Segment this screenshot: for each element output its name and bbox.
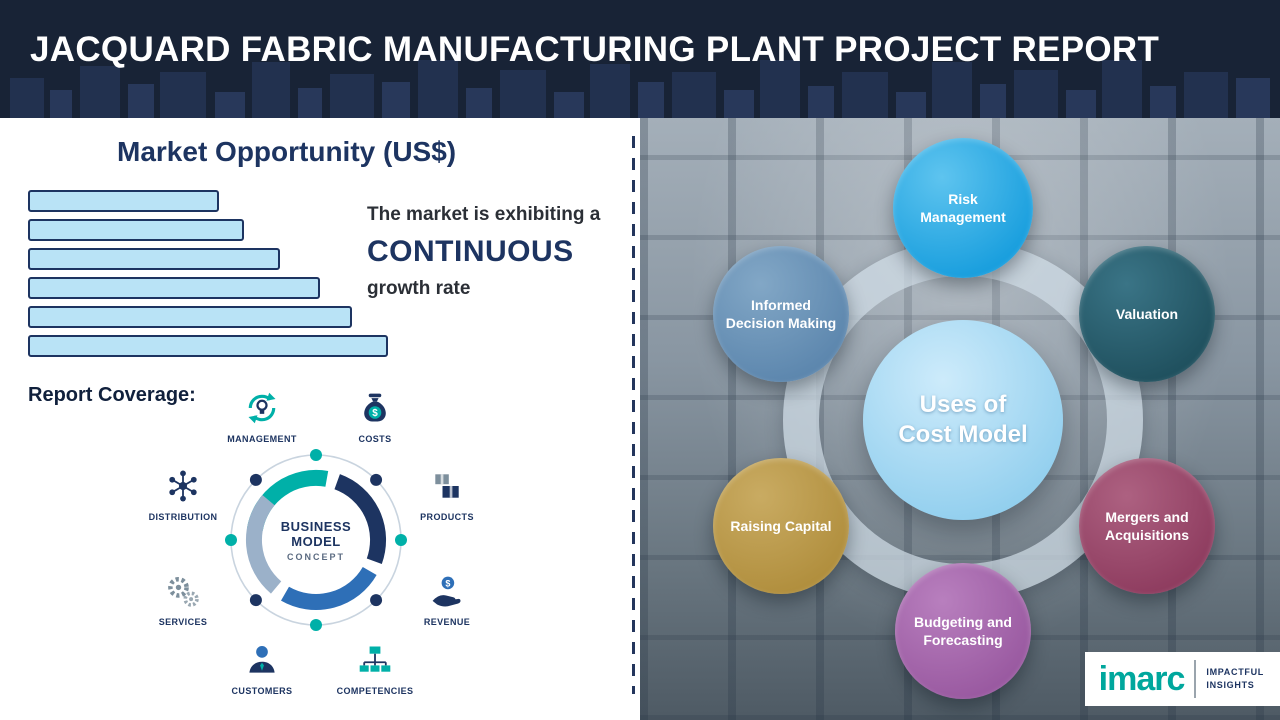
person-icon	[249, 646, 275, 673]
bm-item-costs: $ COSTS	[327, 390, 423, 444]
panel-divider	[632, 136, 635, 694]
growth-text-emphasis: CONTINUOUS	[367, 235, 574, 268]
network-icon	[169, 470, 197, 502]
node-budgeting-forecasting: Budgeting and Forecasting	[895, 563, 1031, 699]
node-raising-capital: Raising Capital	[713, 458, 849, 594]
growth-text-line1: The market is exhibiting a	[367, 204, 601, 225]
bm-item-management: MANAGEMENT	[214, 390, 310, 444]
bm-label-management: MANAGEMENT	[227, 434, 297, 444]
business-model-center-line1: BUSINESS	[280, 518, 352, 534]
node-valuation: Valuation	[1079, 246, 1215, 382]
recycle-bulb-icon	[248, 392, 276, 424]
report-coverage-label: Report Coverage:	[28, 384, 196, 406]
imarc-logo: imarc	[1098, 660, 1186, 698]
business-model-ring	[225, 449, 407, 631]
growth-text-line3: growth rate	[367, 278, 471, 299]
market-bar	[28, 190, 219, 212]
node-informed-decision-making: Informed Decision Making	[713, 246, 849, 382]
bm-item-products: PRODUCTS	[399, 468, 495, 522]
node-label: Informed Decision Making	[725, 296, 837, 331]
center-label-line2: Cost Model	[898, 421, 1028, 448]
bm-label-costs: COSTS	[358, 434, 392, 444]
business-model-center-line2: MODEL	[291, 533, 341, 549]
bm-item-distribution: DISTRIBUTION	[135, 468, 231, 522]
node-label: Risk Management	[920, 190, 1006, 225]
bm-item-competencies: COMPETENCIES	[327, 642, 423, 696]
center-label-line1: Uses of	[919, 391, 1007, 418]
page-title: JACQUARD FABRIC MANUFACTURING PLANT PROJ…	[30, 30, 1160, 69]
org-chart-icon	[359, 646, 391, 672]
node-label: Raising Capital	[730, 517, 832, 534]
hand-coin-icon: $	[432, 576, 461, 607]
bm-label-competencies: COMPETENCIES	[336, 686, 414, 696]
gears-icon	[168, 577, 199, 607]
bm-label-customers: CUSTOMERS	[231, 686, 293, 696]
imarc-logo-box: imarc IMPACTFUL INSIGHTS	[1084, 652, 1280, 706]
cost-model-center: Uses of Cost Model	[863, 320, 1063, 520]
money-bag-icon: $	[364, 393, 386, 422]
bm-label-products: PRODUCTS	[420, 512, 474, 522]
node-label: Mergers and Acquisitions	[1104, 508, 1189, 543]
market-bar	[28, 335, 388, 357]
bm-item-services: SERVICES	[135, 573, 231, 627]
svg-text:$: $	[372, 408, 378, 419]
bm-item-revenue: $ REVENUE	[399, 573, 495, 627]
tagline-line1: IMPACTFUL	[1206, 667, 1264, 678]
boxes-icon	[435, 474, 459, 498]
market-bar	[28, 248, 280, 270]
tagline-line2: INSIGHTS	[1206, 680, 1255, 690]
header-band: JACQUARD FABRIC MANUFACTURING PLANT PROJ…	[0, 0, 1280, 118]
node-risk-management: Risk Management	[893, 138, 1033, 278]
node-mergers-acquisitions: Mergers and Acquisitions	[1079, 458, 1215, 594]
svg-text:$: $	[445, 579, 450, 589]
node-label: Budgeting and Forecasting	[914, 613, 1012, 648]
logo-tagline: IMPACTFUL INSIGHTS	[1206, 666, 1264, 691]
bm-label-revenue: REVENUE	[423, 617, 471, 627]
left-panel: Market Opportunity (US$) The market is e…	[0, 118, 637, 720]
market-growth-text: The market is exhibiting a CONTINUOUS gr…	[367, 204, 629, 300]
market-bar	[28, 277, 320, 299]
logo-divider	[1194, 660, 1197, 698]
market-opportunity-title: Market Opportunity (US$)	[117, 136, 457, 167]
bm-label-services: SERVICES	[158, 617, 208, 627]
node-label: Valuation	[1115, 305, 1179, 322]
market-bar	[28, 219, 244, 241]
right-panel: Risk Management Valuation Mergers and Ac…	[640, 118, 1280, 720]
bm-item-customers: CUSTOMERS	[214, 642, 310, 696]
business-model-center-line3: CONCEPT	[286, 551, 345, 562]
business-model-center: BUSINESS MODEL CONCEPT	[264, 488, 368, 592]
city-skyline-graphic	[10, 60, 1270, 118]
market-bar-chart	[28, 190, 388, 364]
bm-label-distribution: DISTRIBUTION	[148, 512, 218, 522]
market-bar	[28, 306, 352, 328]
